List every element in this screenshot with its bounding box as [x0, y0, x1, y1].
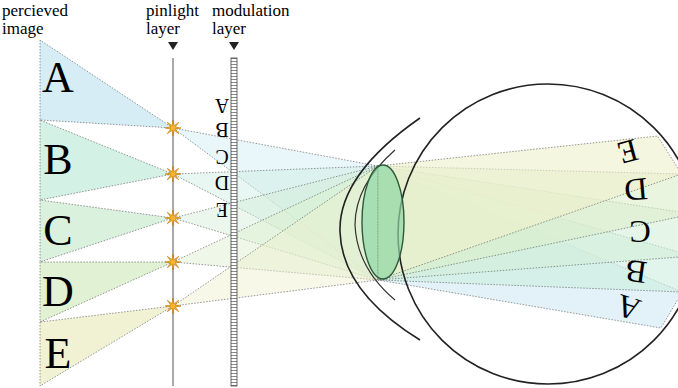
layer-heading: percieved image	[2, 2, 84, 38]
image-letter: C	[215, 147, 228, 167]
image-letter: B	[43, 138, 72, 182]
eyeball	[398, 84, 678, 384]
image-letter: B	[623, 255, 649, 290]
image-letter: E	[45, 332, 72, 376]
layer-marker	[229, 42, 239, 50]
layer-marker	[168, 42, 178, 50]
image-letter: B	[215, 120, 228, 140]
pinlight	[165, 254, 181, 270]
image-letter: C	[629, 216, 650, 248]
layer-heading: pinlight layer	[146, 2, 212, 38]
layer-heading: modulation layer	[212, 2, 308, 38]
pinlight	[165, 298, 181, 314]
image-letter: E	[216, 200, 228, 220]
light-cone	[40, 200, 173, 262]
image-letter: D	[42, 270, 74, 314]
pinlight	[165, 210, 181, 226]
image-letter: D	[623, 173, 649, 207]
light-cone	[40, 306, 173, 386]
modulation-layer	[231, 58, 237, 386]
lens	[362, 165, 404, 279]
pinlight	[165, 166, 181, 182]
pinlight	[165, 120, 181, 136]
image-letter: C	[43, 209, 72, 253]
light-cone	[40, 120, 173, 200]
image-letter: A	[215, 96, 229, 116]
light-cone	[40, 40, 173, 128]
image-letter: A	[42, 56, 74, 100]
image-letter: D	[215, 173, 229, 193]
cornea	[340, 118, 420, 340]
